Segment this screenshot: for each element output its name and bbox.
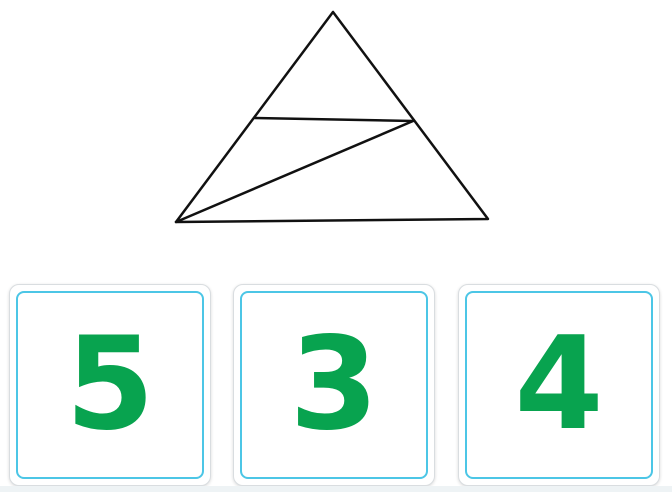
inner-diagonal-segment — [174, 119, 415, 224]
answer-card-1[interactable]: 5 — [9, 284, 211, 486]
inner-horizontal-segment — [253, 116, 415, 123]
outer-triangle — [174, 10, 490, 224]
bottom-strip — [0, 486, 672, 492]
answer-card-number: 4 — [514, 310, 604, 459]
triangle-figure — [174, 10, 490, 224]
answer-card-frame: 4 — [465, 291, 653, 479]
answer-card-number: 5 — [65, 310, 155, 459]
answer-card-frame: 5 — [16, 291, 204, 479]
answer-card-frame: 3 — [240, 291, 428, 479]
answer-card-2[interactable]: 3 — [233, 284, 435, 486]
answer-card-3[interactable]: 4 — [458, 284, 660, 486]
answer-card-number: 3 — [289, 310, 379, 459]
